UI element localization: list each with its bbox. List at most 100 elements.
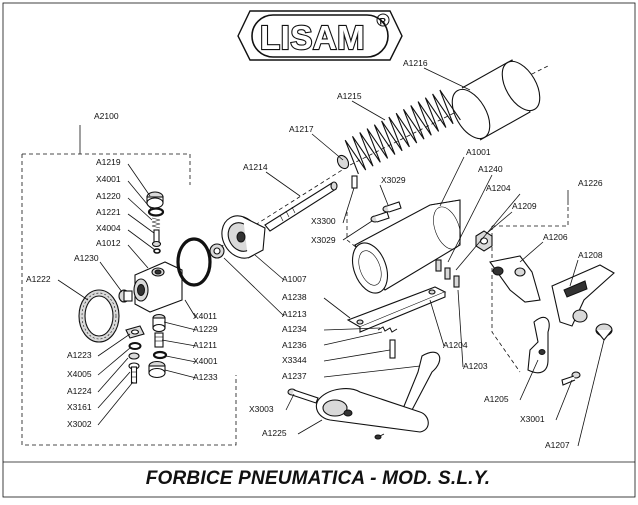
label-a1204-top: A1204 (486, 183, 511, 193)
label-a1206: A1206 (543, 232, 568, 242)
outer-frame (2, 2, 636, 498)
label-a1207: A1207 (545, 440, 570, 450)
label-a1209: A1209 (512, 201, 537, 211)
part-a1207-pivot (595, 323, 613, 341)
part-a1215-spring (344, 89, 461, 175)
part-x3029-screw-mid (370, 211, 390, 223)
label-a1230: A1230 (74, 253, 99, 263)
label-a1012: A1012 (96, 238, 121, 248)
label-x4011: X4011 (193, 311, 217, 321)
label-a1234: A1234 (282, 324, 307, 334)
part-a1211-stem (154, 332, 164, 348)
part-a1205-hook (527, 317, 550, 374)
part-x4001-oring-bottom (152, 350, 168, 360)
label-a1238: A1238 (282, 292, 307, 302)
label-x3029-mid: X3029 (311, 235, 336, 245)
part-x3001-screw (561, 371, 581, 386)
label-a1204-bottom: A1204 (443, 340, 468, 350)
label-x4001-top: X4001 (96, 174, 121, 184)
part-a1223-washer (125, 325, 145, 339)
label-a1215: A1215 (337, 91, 362, 101)
part-a1225-handle (315, 388, 429, 440)
label-x3344: X3344 (282, 355, 307, 365)
part-x3161-screw (128, 362, 140, 384)
registered-mark-circle (376, 13, 390, 27)
label-x4001-bottom: X4001 (193, 356, 218, 366)
label-a1224: A1224 (67, 386, 92, 396)
part-a1214-piston-rod (264, 181, 338, 232)
brand-logo: LISAM R (237, 10, 403, 61)
label-x3002: X3002 (67, 419, 92, 429)
label-a1208: A1208 (578, 250, 603, 260)
label-a1001: A1001 (466, 147, 491, 157)
subassembly-box-a2100 (21, 154, 237, 446)
part-a1208-upper-blade (551, 264, 615, 327)
label-a1225: A1225 (262, 428, 287, 438)
label-a1236: A1236 (282, 340, 307, 350)
label-a2100: A2100 (94, 111, 119, 121)
part-a1220-spring (151, 217, 161, 229)
part-a1237-trigger (398, 351, 441, 418)
label-a1007: A1007 (282, 274, 307, 284)
label-a1240: A1240 (478, 164, 503, 174)
part-a1230-plug (118, 289, 133, 303)
part-a1221-pin (151, 229, 162, 248)
part-a1012-valve-body (133, 261, 183, 313)
part-a1213-nut (209, 243, 225, 259)
label-a1221: A1221 (96, 207, 121, 217)
label-a1205: A1205 (484, 394, 509, 404)
part-x3344-pin (389, 339, 396, 359)
part-a1217-ring (336, 154, 350, 170)
label-a1222: A1222 (26, 274, 51, 284)
label-x4005: X4005 (67, 369, 92, 379)
part-a1229-fitting (152, 313, 166, 333)
label-a1237: A1237 (282, 371, 307, 381)
part-x3003-screw (287, 388, 319, 404)
part-a1236-spring (377, 326, 398, 333)
part-x3029-screw-top (382, 201, 402, 213)
label-x4004: X4004 (96, 223, 121, 233)
label-a1226: A1226 (578, 178, 603, 188)
part-x4004-oring (153, 248, 161, 254)
label-a1203: A1203 (463, 361, 488, 371)
label-a1217: A1217 (289, 124, 314, 134)
part-a1001-body (346, 199, 461, 294)
part-a1219-cap (146, 191, 164, 209)
label-a1233: A1233 (193, 372, 218, 382)
logo-text: LISAM (260, 19, 365, 56)
logo-oval (251, 14, 389, 58)
subassembly-box-a1226 (491, 226, 521, 373)
part-a1209-nut (475, 230, 493, 252)
label-a1214: A1214 (243, 162, 268, 172)
label-a1216: A1216 (403, 58, 428, 68)
label-a1219: A1219 (96, 157, 121, 167)
label-a1229: A1229 (193, 324, 218, 334)
part-a1222-ring (78, 289, 120, 343)
registered-mark: R (380, 17, 387, 27)
label-x3161: X3161 (67, 402, 92, 412)
label-a1211: A1211 (193, 340, 217, 350)
part-x3300-pin (351, 175, 358, 189)
label-a1223: A1223 (67, 350, 92, 360)
part-x4001-oring-top (147, 207, 165, 217)
part-a1007-piston (221, 215, 266, 259)
part-a1206-lower-blade (489, 255, 541, 303)
part-a1238-plate (346, 286, 447, 333)
part-x4005-oring (128, 342, 142, 350)
part-a1233-nut (148, 360, 166, 379)
part-a1240-pin (435, 259, 460, 288)
part-a1216-cover (451, 59, 541, 141)
label-a1213: A1213 (282, 309, 307, 319)
label-x3300: X3300 (311, 216, 336, 226)
label-x3029-top: X3029 (381, 175, 406, 185)
part-a1224-washer (128, 352, 140, 360)
part-labels: A1216 A1215 A1217 A1214 A1001 A1240 X302… (26, 58, 603, 450)
logo-hexagon-outline (237, 10, 403, 61)
drawing-title: FORBICE PNEUMATICA - MOD. S.L.Y. (146, 468, 491, 489)
part-x4011-oring (176, 237, 212, 287)
label-x3003: X3003 (249, 404, 274, 414)
label-a1220: A1220 (96, 191, 121, 201)
label-x3001: X3001 (520, 414, 545, 424)
